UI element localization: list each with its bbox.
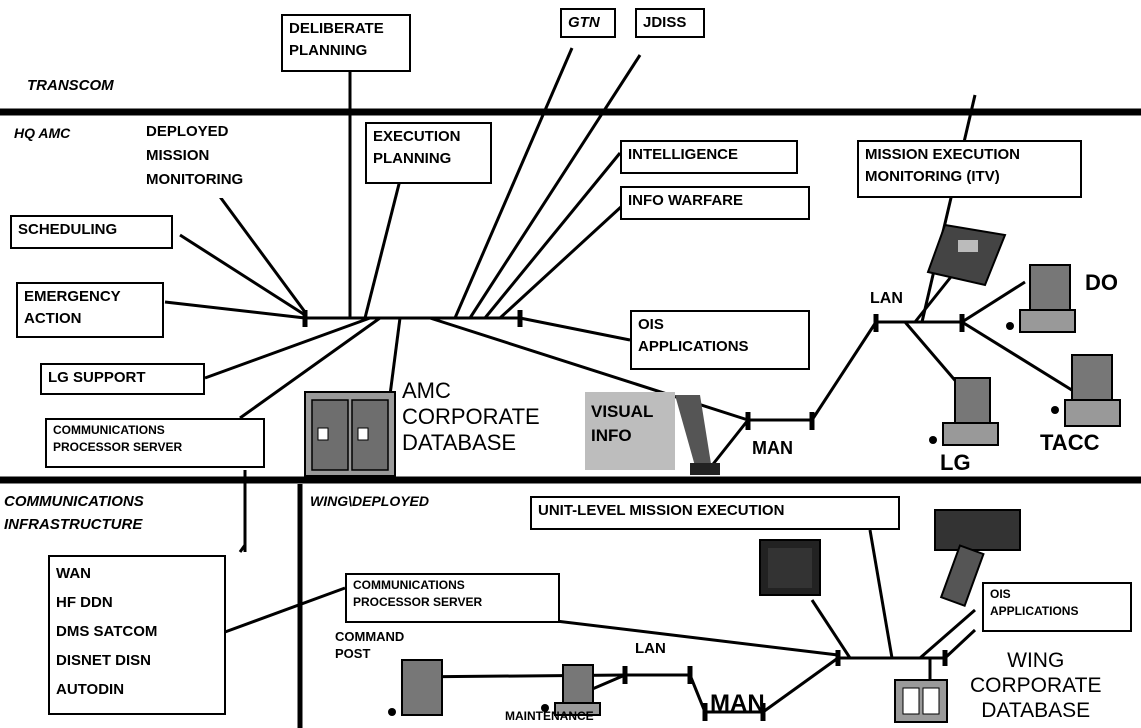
label-amc-corporate-database: AMC CORPORATE DATABASE [402, 378, 540, 455]
wing-backbone [364, 529, 977, 721]
label-maintenance: MAINTENANCE [505, 709, 594, 723]
wing-database-icon [894, 679, 948, 723]
computer-icon-command-post [388, 659, 443, 716]
box-unit-level-mission-execution: UNIT-LEVEL MISSION EXECUTION [530, 496, 900, 530]
box-emergency-action: EMERGENCY ACTION [16, 282, 164, 338]
box-comm-processor-server-wing: COMMUNICATIONS PROCESSOR SERVER [345, 573, 560, 623]
box-lg-support: LG SUPPORT [40, 363, 205, 395]
computer-icon-do [1006, 264, 1076, 333]
box-visual-info: VISUAL INFO [591, 402, 654, 445]
label-do: DO [1085, 270, 1118, 295]
computer-icon-maintenance [541, 664, 601, 716]
computer-icon-tacc [1051, 354, 1121, 427]
box-mission-execution-monitoring: MISSION EXECUTION MONITORING (ITV) [857, 140, 1082, 198]
phone-icon [926, 223, 1007, 287]
region-comm-infrastructure: COMMUNICATIONS INFRASTRUCTURE [4, 493, 144, 533]
computer-icon-lg [929, 377, 999, 446]
visual-info-panel [585, 392, 720, 475]
label-man-hq: MAN [752, 438, 793, 458]
box-scheduling: SCHEDULING [10, 215, 173, 249]
box-intelligence: INTELLIGENCE [620, 140, 798, 174]
label-wing-corporate-database: WING CORPORATE DATABASE [970, 649, 1102, 722]
box-comm-processor-server-hq: COMMUNICATIONS PROCESSOR SERVER [45, 418, 265, 468]
box-execution-planning: EXECUTION PLANNING [365, 122, 492, 184]
box-info-warfare: INFO WARFARE [620, 186, 810, 220]
monitor-icon-wing [759, 539, 821, 596]
infra-links [224, 470, 346, 634]
box-jdiss: JDISS [635, 8, 705, 38]
box-gtn: GTN [560, 8, 616, 38]
label-command-post: COMMAND POST [335, 629, 405, 661]
box-ois-applications-hq: OIS APPLICATIONS [630, 310, 810, 370]
box-deliberate-planning: DELIBERATE PLANNING [281, 14, 411, 72]
region-hq-amc: HQ AMC [14, 125, 71, 141]
label-tacc: TACC [1040, 430, 1100, 455]
label-lan-hq: LAN [870, 290, 903, 307]
region-wing-deployed: WING\DEPLOYED [310, 493, 430, 509]
camera-icon [934, 509, 1021, 608]
box-deployed-mission-monitoring: DEPLOYED MISSION MONITORING [140, 118, 290, 198]
hq-backbone [164, 47, 1076, 469]
label-lg: LG [940, 450, 971, 475]
amc-database-icon [304, 391, 396, 477]
label-lan-wing: LAN [635, 640, 666, 657]
box-ois-applications-wing: OIS APPLICATIONS [982, 582, 1132, 632]
box-wan-networks: WAN HF DDN DMS SATCOM DISNET DISN AUTODI… [48, 555, 226, 715]
label-man-wing: MAN [710, 690, 765, 717]
region-transcom: TRANSCOM [27, 77, 114, 94]
